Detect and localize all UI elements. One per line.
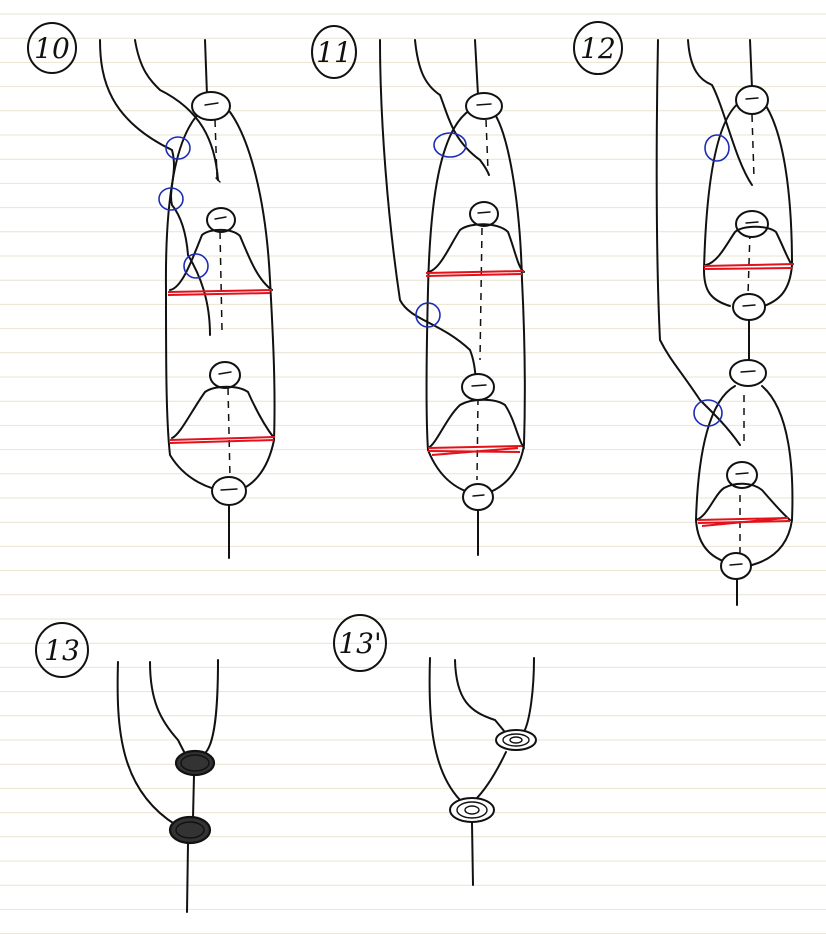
panel-label-12-text: 12 [580,32,616,65]
panel-label-13-prime: 13' [333,614,387,672]
panel-10: 10 [27,22,276,559]
panel-label-13-text: 13 [44,634,80,667]
panel-label-11: 11 [311,25,357,79]
panel-label-10-text: 10 [34,32,70,65]
panel-label-13: 13 [35,622,89,678]
ruled-lines [0,13,826,934]
panel-label-10: 10 [27,22,77,74]
panel-11: 11 [311,25,526,556]
panel-13: 13 [35,622,219,913]
panel-12: 12 [573,21,795,606]
panel-label-12: 12 [573,21,623,75]
panel-label-13-prime-text: 13' [338,627,381,660]
panel-13-prime: 13' [333,614,537,886]
panel-label-11-text: 11 [316,36,352,69]
